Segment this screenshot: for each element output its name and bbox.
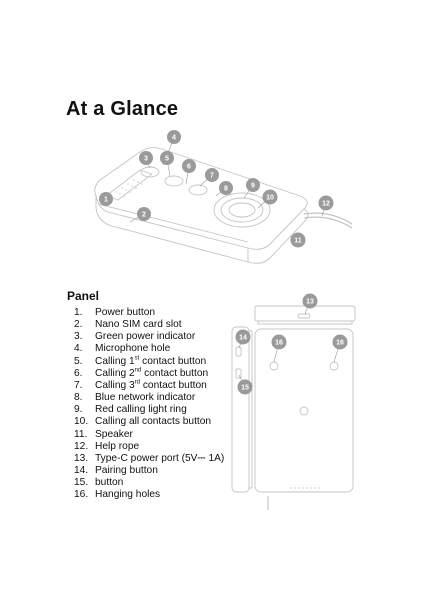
callout-5-label: 5 (165, 156, 169, 163)
list-item: 2.Nano SIM card slot (74, 319, 182, 331)
callout-14-label: 14 (239, 335, 247, 342)
list-item: 12.Help rope (74, 440, 140, 452)
callout-16-left (271, 334, 287, 350)
list-item: 1.Power button (74, 307, 156, 318)
callout-9 (246, 178, 260, 192)
callout-8 (219, 181, 233, 195)
callout-7-label: 7 (210, 173, 214, 180)
callout-1-label: 1 (104, 197, 108, 204)
callout-9-label: 9 (251, 183, 255, 190)
list-item: 4.Microphone hole (74, 343, 171, 355)
list-item: 9.Red calling light ring (74, 404, 187, 416)
device-top-view-diagram: 1 2 3 4 5 6 7 8 9 10 11 12 (94, 130, 353, 264)
callout-14 (235, 329, 251, 345)
callout-3-label: 3 (144, 156, 148, 163)
callout-11 (290, 232, 306, 248)
callout-2-label: 2 (142, 212, 146, 219)
callout-7 (205, 168, 219, 182)
callout-8-label: 8 (224, 186, 228, 193)
callout-4 (167, 130, 181, 144)
callout-10-label: 10 (266, 195, 274, 202)
list-item: 11.Speaker (74, 428, 133, 440)
callout-15-label: 15 (241, 385, 249, 392)
list-item: 14.Pairing button (74, 465, 158, 477)
list-item: 5.Calling 1st contact button (74, 355, 207, 367)
callout-6 (182, 159, 196, 173)
panel-heading: Panel (67, 289, 100, 303)
parts-list: 1.Power button 2.Nano SIM card slot 3.Gr… (74, 307, 224, 502)
list-item: 3.Green power indicator (74, 331, 196, 343)
callout-2 (137, 207, 151, 221)
page-title: At a Glance (66, 98, 179, 120)
callout-3 (139, 151, 153, 165)
callout-11-label: 11 (294, 238, 302, 245)
list-item: 15.button (74, 477, 124, 489)
list-item: 10.Calling all contacts button (74, 416, 212, 428)
list-item: 7.Calling 3rd contact button (74, 379, 207, 391)
callout-4-label: 4 (172, 135, 176, 142)
callout-12-label: 12 (322, 201, 330, 208)
callout-16-right (332, 334, 348, 350)
callout-16-right-label: 16 (336, 340, 344, 347)
callout-15 (237, 379, 253, 395)
list-item: 16.Hanging holes (74, 489, 161, 501)
callout-10 (262, 189, 278, 205)
callout-1 (99, 192, 113, 206)
callout-5 (160, 151, 174, 165)
list-item: 13.Type-C power port (5V⎓ 1A) (74, 452, 225, 464)
callout-16-left-label: 16 (275, 340, 283, 347)
callout-12 (318, 195, 334, 211)
callout-6-label: 6 (187, 164, 191, 171)
list-item: 8.Blue network indicator (74, 392, 196, 404)
list-item: 6.Calling 2nd contact button (74, 367, 209, 379)
